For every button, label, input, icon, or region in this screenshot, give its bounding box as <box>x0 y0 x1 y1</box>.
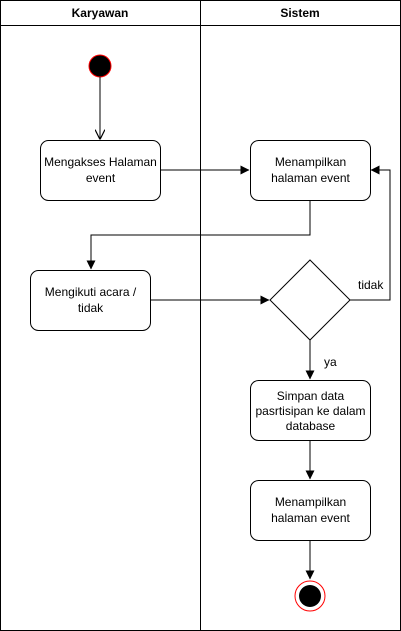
lane-header-sistem: Sistem <box>280 6 319 20</box>
edges <box>86 77 391 580</box>
node-label-line: Mengikuti acara / <box>45 285 137 299</box>
node-label-line: Menampilkan <box>275 495 346 509</box>
node-label-line: event <box>86 171 116 185</box>
edge-label-yes: ya <box>324 355 337 369</box>
activity-access-event-page: Mengakses Halaman event <box>40 140 161 201</box>
activity-show-event-page-2: Menampilkan halaman event <box>250 480 371 541</box>
start-node <box>88 54 112 78</box>
node-label-line: Mengakses Halaman <box>44 155 157 169</box>
activity-save-participant: Simpan data pasrtisipan ke dalam databas… <box>250 380 371 441</box>
node-label-line: database <box>286 419 336 433</box>
node-label-line: Simpan data <box>277 389 345 403</box>
node-label-line: tidak <box>78 301 104 315</box>
activity-show-event-page-1: Menampilkan halaman event <box>250 140 371 201</box>
edge-show-to-join <box>86 200 311 270</box>
lane-header-karyawan: Karyawan <box>72 6 129 20</box>
node-label-line: pasrtisipan ke dalam <box>255 404 365 418</box>
edge-label-no: tidak <box>358 278 384 292</box>
node-label-line: Menampilkan <box>275 155 346 169</box>
node-label-line: halaman event <box>271 171 350 185</box>
edge-decision-no <box>350 165 391 301</box>
activity-join-event: Mengikuti acara / tidak <box>30 270 151 331</box>
decision-node <box>269 259 351 341</box>
node-label-line: halaman event <box>271 511 350 525</box>
end-node <box>294 580 326 612</box>
